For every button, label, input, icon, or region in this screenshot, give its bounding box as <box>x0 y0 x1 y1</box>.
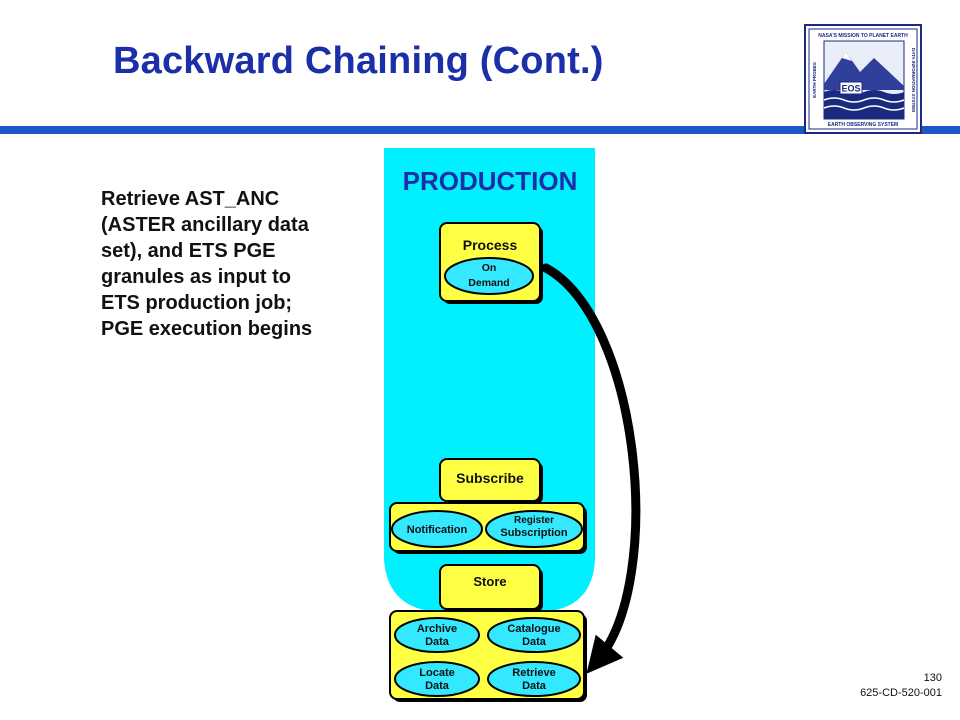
retrieve-line1: Retrieve <box>512 667 555 679</box>
process-box: Process On Demand <box>439 222 543 304</box>
eos-logo: EOS NASA'S MISSION TO PLANET EARTH EARTH… <box>804 24 922 134</box>
archive-line2: Data <box>425 636 450 648</box>
store-group: Store Archive Data Catalogue Data Locate… <box>389 564 587 702</box>
register-line1: Register <box>514 515 554 526</box>
on-demand-ellipse: On Demand <box>444 257 534 295</box>
notification-label: Notification <box>407 524 468 536</box>
locate-line1: Locate <box>419 667 454 679</box>
catalogue-line2: Data <box>522 636 547 648</box>
process-label: Process <box>463 237 518 253</box>
catalogue-data-ellipse: Catalogue Data <box>487 617 581 653</box>
logo-badge: EOS <box>841 84 860 94</box>
notification-ellipse: Notification <box>391 510 483 548</box>
logo-right-text: DATA INFORMATION SYSTEM <box>911 48 916 112</box>
logo-bottom-text: EARTH OBSERVING SYSTEM <box>828 122 898 128</box>
retrieve-line2: Data <box>522 680 547 692</box>
on-demand-line1: On <box>482 262 497 274</box>
page-title: Backward Chaining (Cont.) <box>113 40 604 82</box>
document-id: 625-CD-520-001 <box>860 687 942 699</box>
register-line2: Subscription <box>500 527 568 539</box>
title-underline <box>0 126 960 134</box>
on-demand-line2: Demand <box>468 277 509 289</box>
retrieve-data-ellipse: Retrieve Data <box>487 661 581 697</box>
register-subscription-ellipse: Register Subscription <box>485 510 583 548</box>
store-label: Store <box>473 574 506 589</box>
flow-arrow <box>541 263 641 674</box>
logo-top-text: NASA'S MISSION TO PLANET EARTH <box>818 33 908 39</box>
production-label: PRODUCTION <box>403 166 578 196</box>
locate-data-ellipse: Locate Data <box>394 661 480 697</box>
logo-left-text: EARTH PROBES <box>812 62 817 98</box>
page-number: 130 <box>923 672 942 684</box>
archive-line1: Archive <box>417 623 457 635</box>
description-text: Retrieve AST_ANC (ASTER ancillary data s… <box>101 188 313 340</box>
archive-data-ellipse: Archive Data <box>394 617 480 653</box>
catalogue-line1: Catalogue <box>507 623 560 635</box>
locate-line2: Data <box>425 680 450 692</box>
subscribe-group: Subscribe Notification Register Subscrip… <box>389 458 587 554</box>
subscribe-label: Subscribe <box>456 470 524 486</box>
